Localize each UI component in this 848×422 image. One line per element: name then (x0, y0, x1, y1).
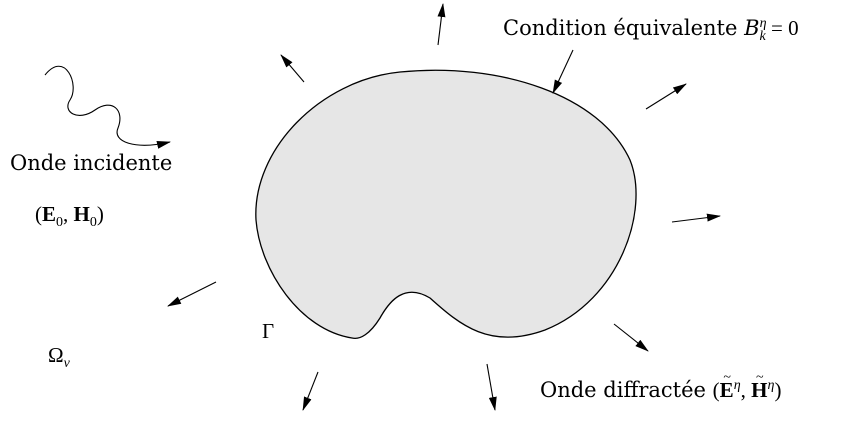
diffracted-label: Onde diffractée (E~η, H~η) (540, 370, 782, 402)
incident-wave-arrow (44, 65, 171, 149)
scattered-arrow-bottom-right (613, 323, 649, 352)
diffracted-e-sup: η (733, 378, 741, 393)
incident-e-field: E (42, 202, 57, 226)
scattered-arrow-bottom-center (486, 363, 497, 411)
diffracted-text: Onde diffractée (540, 378, 706, 402)
scattered-arrow-bottom-left (302, 371, 319, 411)
incident-h-field: H (73, 202, 90, 226)
scattered-arrow-top-left (280, 54, 305, 83)
scattered-arrow-left (167, 281, 217, 307)
condition-text: Condition équivalente (503, 16, 738, 40)
diffracted-e-field: E (719, 378, 734, 402)
domain-sub: v (63, 356, 70, 372)
incident-e-sub: 0 (56, 215, 64, 231)
incident-sep: , (63, 202, 69, 226)
incident-label: Onde incidente (10, 151, 173, 175)
condition-sub: k (759, 29, 766, 45)
domain-symbol: Ω (48, 343, 64, 367)
condition-rhs: = 0 (770, 16, 799, 40)
diffracted-h-field: H (751, 378, 768, 402)
incident-fields: (E0, H0) (35, 202, 104, 231)
condition-sup: η (759, 16, 767, 31)
obstacle-shape (255, 69, 637, 340)
domain-label: Ωv (48, 343, 70, 371)
boundary-label: Γ (262, 319, 275, 343)
diffracted-sep: , (740, 378, 746, 402)
scattered-arrow-right (671, 213, 721, 223)
condition-symbol: B (744, 16, 760, 40)
condition-pointer-arrow (552, 49, 574, 94)
scattered-arrow-top-right (645, 83, 687, 110)
incident-h-sub: 0 (89, 215, 97, 231)
diffracted-h-sup: η (767, 378, 775, 393)
condition-formula: Bηk = 0 (744, 16, 799, 44)
condition-label: Condition équivalente Bηk = 0 (503, 16, 799, 44)
diffracted-fields: (E~η, H~η) (712, 370, 782, 402)
scattered-arrow-top (437, 3, 446, 46)
